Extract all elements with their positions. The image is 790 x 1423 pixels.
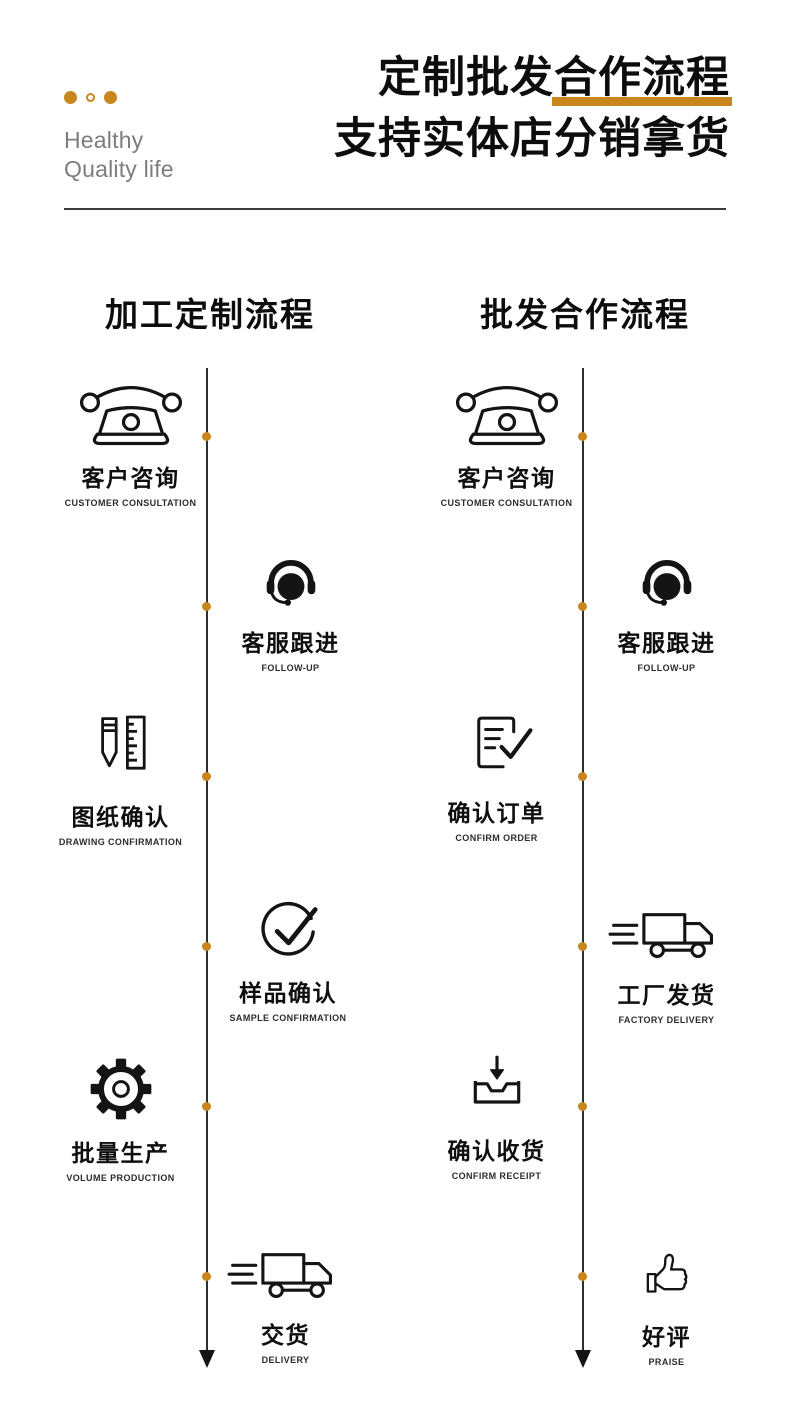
headset-agent-icon	[635, 552, 699, 616]
step-sample-confirmation: 样品确认 SAMPLE CONFIRMATION	[198, 898, 378, 1023]
check-circle-icon	[254, 898, 322, 966]
step-sublabel: CUSTOMER CONSULTATION	[440, 498, 573, 508]
page-title: 定制批发合作流程 支持实体店分销拿货	[334, 55, 732, 164]
step-confirm-order: 确认订单 CONFIRM ORDER	[404, 708, 589, 843]
timeline-dot	[578, 942, 587, 951]
step-sublabel: CONFIRM ORDER	[455, 833, 538, 843]
step-sublabel: VOLUME PRODUCTION	[66, 1173, 175, 1183]
step-sublabel: CONFIRM RECEIPT	[451, 1171, 542, 1181]
step-customer-consultation: 客户咨询 CUSTOMER CONSULTATION	[38, 382, 223, 508]
brand-dot-hollow-icon	[86, 93, 95, 102]
page-title-line1: 定制批发合作流程	[334, 55, 732, 107]
timeline-dot	[202, 1272, 211, 1281]
step-label: 客服跟进	[617, 630, 716, 656]
step-label: 工厂发货	[617, 982, 716, 1008]
page-title-line2: 支持实体店分销拿货	[334, 115, 730, 164]
step-sublabel: FOLLOW-UP	[637, 663, 696, 673]
rotary-phone-icon	[75, 382, 187, 451]
step-factory-delivery: 工厂发货 FACTORY DELIVERY	[574, 904, 759, 1025]
step-sublabel: FOLLOW-UP	[261, 663, 320, 673]
step-follow-up: 客服跟进 FOLLOW-UP	[579, 552, 754, 673]
timeline-dot	[202, 942, 211, 951]
step-sublabel: DELIVERY	[261, 1355, 310, 1365]
timeline-dot	[578, 772, 587, 781]
step-label: 客户咨询	[81, 465, 180, 491]
step-label: 客服跟进	[241, 630, 340, 656]
step-confirm-receipt: 确认收货 CONFIRM RECEIPT	[404, 1052, 589, 1181]
timeline-dot	[578, 432, 587, 441]
step-sublabel: DRAWING CONFIRMATION	[58, 837, 183, 847]
step-sublabel: SAMPLE CONFIRMATION	[229, 1013, 347, 1023]
timeline-dot	[202, 1102, 211, 1111]
step-sublabel: FACTORY DELIVERY	[618, 1015, 715, 1025]
brand-dots	[64, 91, 117, 104]
brand-tagline: Healthy Quality life	[64, 126, 174, 185]
headset-agent-icon	[259, 552, 323, 616]
rotary-phone-icon	[451, 382, 563, 451]
header-divider	[64, 208, 726, 210]
timeline-dot	[578, 1102, 587, 1111]
gear-icon	[84, 1052, 158, 1126]
step-label: 图纸确认	[71, 804, 170, 830]
step-label: 客户咨询	[457, 465, 556, 491]
title-accent-underline	[552, 97, 732, 107]
step-label: 批量生产	[71, 1140, 170, 1166]
step-label: 样品确认	[239, 980, 337, 1006]
timeline-dot	[202, 772, 211, 781]
step-label: 确认订单	[447, 800, 546, 826]
step-volume-production: 批量生产 VOLUME PRODUCTION	[28, 1052, 213, 1183]
step-drawing-confirmation: 图纸确认 DRAWING CONFIRMATION	[28, 708, 213, 847]
left-flow-title: 加工定制流程	[105, 296, 315, 333]
step-praise: 好评 PRAISE	[579, 1244, 754, 1367]
truck-icon	[227, 1244, 345, 1308]
step-sublabel: PRAISE	[648, 1357, 685, 1367]
timeline-dot	[578, 1272, 587, 1281]
right-flow-title: 批发合作流程	[480, 296, 690, 333]
step-sublabel: CUSTOMER CONSULTATION	[64, 498, 197, 508]
brand-dot-icon	[64, 91, 77, 104]
timeline-dot	[578, 602, 587, 611]
step-label: 好评	[642, 1324, 691, 1350]
step-follow-up: 客服跟进 FOLLOW-UP	[203, 552, 378, 673]
left-timeline-line	[206, 368, 208, 1352]
right-timeline-line	[582, 368, 584, 1352]
step-customer-consultation: 客户咨询 CUSTOMER CONSULTATION	[414, 382, 599, 508]
thumbs-up-icon	[638, 1244, 696, 1310]
step-label: 确认收货	[447, 1138, 546, 1164]
right-timeline-arrow-icon	[575, 1350, 591, 1368]
order-check-icon	[459, 708, 535, 786]
brand-dot-icon	[104, 91, 117, 104]
left-timeline-arrow-icon	[199, 1350, 215, 1368]
step-delivery: 交货 DELIVERY	[198, 1244, 373, 1365]
receive-box-icon	[462, 1052, 532, 1124]
truck-icon	[608, 904, 726, 968]
timeline-dot	[202, 602, 211, 611]
brand-tagline-line2: Quality life	[64, 156, 174, 183]
pencil-ruler-icon	[81, 708, 161, 790]
timeline-dot	[202, 432, 211, 441]
step-label: 交货	[261, 1322, 310, 1348]
brand-tagline-line1: Healthy	[64, 127, 144, 153]
